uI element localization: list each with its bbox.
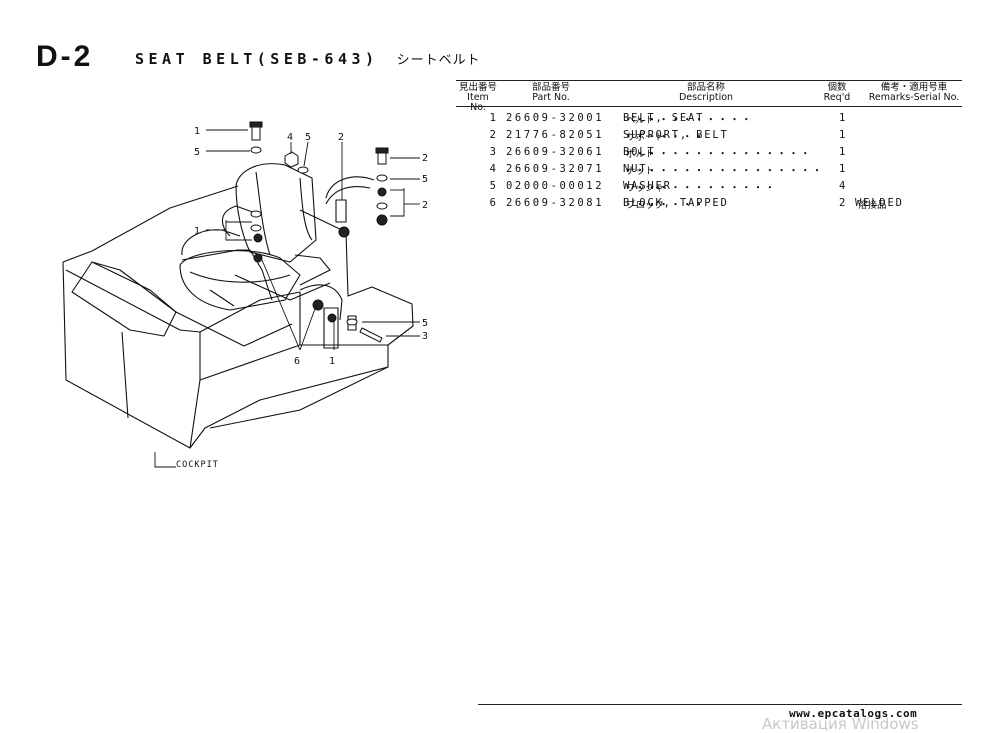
header-top-rule <box>456 80 962 81</box>
callout-label: 4 <box>287 132 293 143</box>
quantity: 2 <box>839 197 846 209</box>
part-no: 26609-32061 <box>506 146 605 158</box>
part-no: 21776-82051 <box>506 129 605 141</box>
page-title: SEAT BELT(SEB-643) シートベルト <box>135 49 481 68</box>
callout-label: 1 <box>194 126 200 137</box>
callout-label: 6 <box>294 356 300 367</box>
seat-cushion <box>179 250 301 311</box>
callout-label: 5 <box>194 147 200 158</box>
footer-url[interactable]: www.epcatalogs.com <box>789 707 918 720</box>
item-no: 1 <box>489 112 496 124</box>
callout-label: 5 <box>305 132 311 143</box>
item-no: 6 <box>489 197 496 209</box>
page-title-jp: シートベルト <box>396 53 481 68</box>
page-id: D-2 <box>36 40 94 73</box>
quantity: 4 <box>839 180 846 192</box>
hardware <box>249 121 389 343</box>
part-no: 26609-32001 <box>506 112 605 124</box>
quantity: 1 <box>839 112 846 124</box>
leader-lines <box>154 129 420 468</box>
activation-watermark: Активация Windows <box>762 715 919 733</box>
header-bottom-rule <box>456 106 962 107</box>
callout-label: 1 <box>329 356 335 367</box>
callout-label: 5 <box>422 318 428 329</box>
cockpit-label: COCKPIT <box>176 460 219 470</box>
callout-label: 1 <box>194 226 200 237</box>
part-no: 26609-32081 <box>506 197 605 209</box>
callout-label: 2 <box>422 200 428 211</box>
part-no: 02000-00012 <box>506 180 605 192</box>
belt-strap-left <box>221 205 259 237</box>
cockpit-outline <box>62 209 414 449</box>
seat-back <box>235 163 317 263</box>
item-no: 3 <box>489 146 496 158</box>
callout-label: 5 <box>422 174 428 185</box>
callout-label: 2 <box>338 132 344 143</box>
part-no: 26609-32071 <box>506 163 605 175</box>
item-no: 2 <box>489 129 496 141</box>
exploded-diagram: 1 5 4 5 2 2 5 2 1 5 3 6 1 <box>0 0 480 480</box>
page-title-en: SEAT BELT(SEB-643) <box>135 50 379 68</box>
diagram-drawing: 1 5 4 5 2 2 5 2 1 5 3 6 1 <box>62 121 428 468</box>
quantity: 1 <box>839 163 846 175</box>
item-no: 4 <box>489 163 496 175</box>
belt-support-strap <box>325 176 375 199</box>
callout-label: 3 <box>422 331 428 342</box>
belt-strap-right <box>299 284 343 321</box>
quantity: 1 <box>839 146 846 158</box>
item-no: 5 <box>489 180 496 192</box>
callout-label: 2 <box>422 153 428 164</box>
callout-labels: 1 5 4 5 2 2 5 2 1 5 3 6 1 <box>194 126 428 367</box>
quantity: 1 <box>839 129 846 141</box>
footer-rule <box>478 704 962 705</box>
